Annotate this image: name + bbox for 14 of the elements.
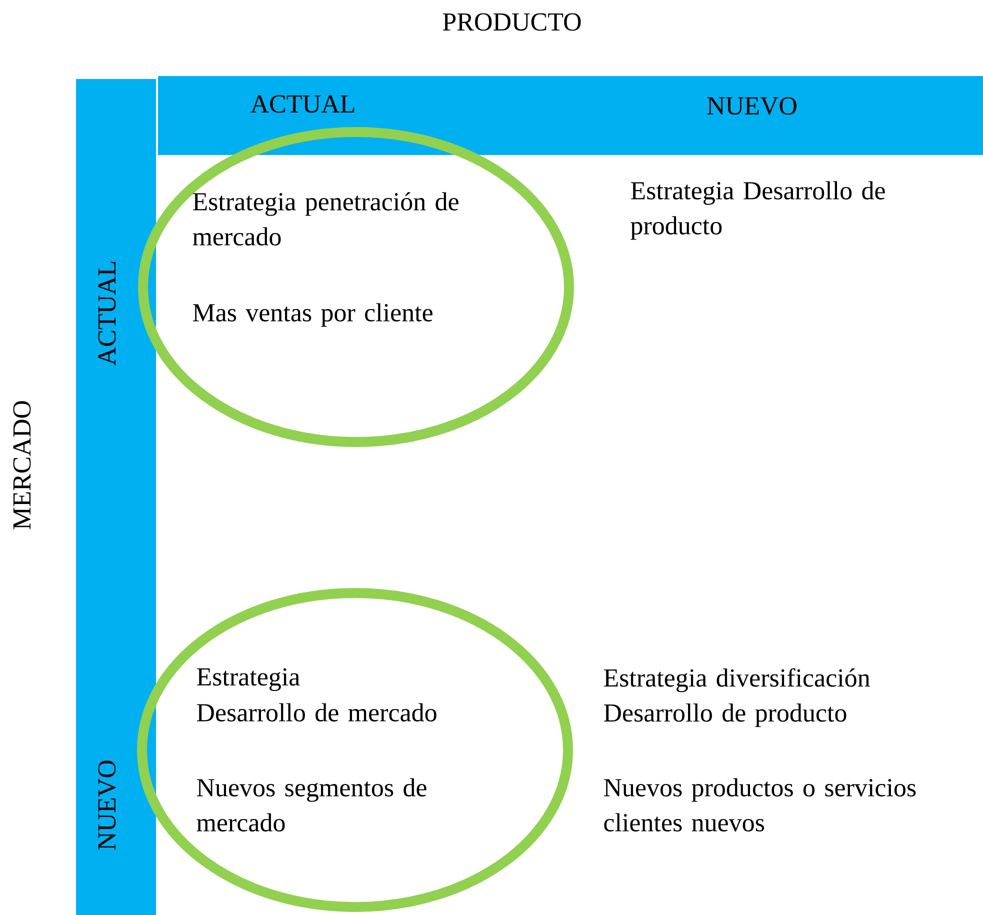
axis-title: PRODUCTO xyxy=(442,13,581,31)
strategy-text: Mas ventas por cliente xyxy=(192,303,432,327)
strategy-text: Desarrollo de mercado xyxy=(196,703,436,722)
strategy-text: Estrategia xyxy=(196,668,300,692)
axis-title: MERCADO xyxy=(13,401,31,530)
strategy-text: Nuevos segmentos de mercado xyxy=(196,778,426,832)
strategy-text: Estrategia penetración de mercado xyxy=(192,192,458,246)
quadrant-text: Estrategia Desarrollo de producto xyxy=(630,181,885,240)
quadrant-text: Estrategia diversificación Desarrollo de producto xyxy=(604,668,870,728)
header-label: ACTUAL xyxy=(250,95,354,113)
header-label: NUEVO xyxy=(707,97,796,115)
quadrant-text: Nuevos productos o servicios clientes nuevos xyxy=(604,778,916,832)
header-label: ACTUAL xyxy=(98,262,116,366)
header-label: NUEVO xyxy=(98,760,116,850)
